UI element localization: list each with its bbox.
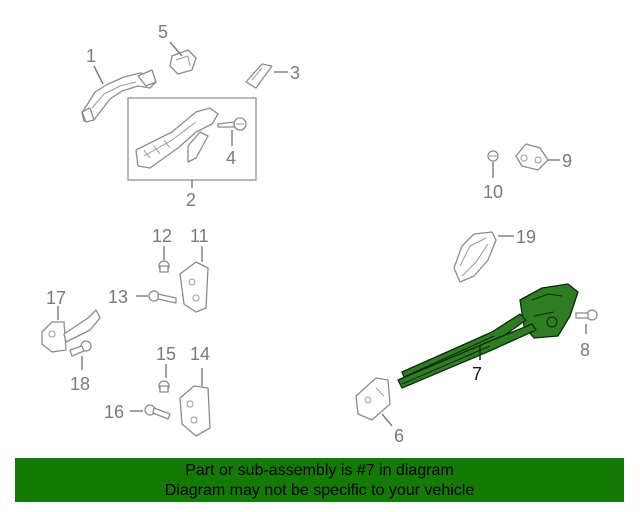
callout-6[interactable]: 6	[394, 426, 404, 446]
callout-14[interactable]: 14	[190, 344, 210, 364]
part-6-bracket[interactable]	[355, 377, 391, 421]
callout-4[interactable]: 4	[226, 148, 236, 168]
part-13-bolt[interactable]	[148, 290, 177, 304]
part-16-bolt[interactable]	[144, 404, 171, 420]
callout-8[interactable]: 8	[580, 340, 590, 360]
banner-line-1: Part or sub-assembly is #7 in diagram	[185, 462, 454, 479]
part-18-bolt[interactable]	[69, 340, 92, 357]
callout-3[interactable]: 3	[290, 63, 300, 83]
callout-18[interactable]: 18	[70, 374, 90, 394]
part-14-hinge[interactable]	[179, 385, 211, 437]
part-info-banner: Part or sub-assembly is #7 in diagram Di…	[15, 458, 624, 502]
callout-10[interactable]: 10	[483, 182, 503, 202]
part-7-cable-assembly[interactable]	[397, 313, 537, 389]
leader-6	[381, 413, 393, 427]
callout-15[interactable]: 15	[156, 344, 176, 364]
part-11-hinge[interactable]	[179, 261, 209, 313]
callout-1[interactable]: 1	[86, 46, 96, 66]
part-12-bolt[interactable]	[158, 260, 170, 273]
part-2-handle-frame[interactable]	[135, 107, 219, 169]
part-10-screw[interactable]	[487, 150, 499, 162]
part-4-screw[interactable]	[217, 117, 247, 131]
part-15-bolt[interactable]	[158, 380, 170, 393]
part-19-cover[interactable]	[453, 231, 497, 283]
leader-5	[169, 41, 183, 57]
callout-5[interactable]: 5	[158, 22, 168, 42]
callout-12[interactable]: 12	[152, 226, 172, 246]
callout-17[interactable]: 17	[46, 288, 66, 308]
part-5-clip[interactable]	[169, 49, 197, 75]
callout-19[interactable]: 19	[516, 227, 536, 247]
callout-11[interactable]: 11	[190, 226, 209, 246]
leader-1	[93, 65, 104, 85]
banner-line-2: Diagram may not be specific to your vehi…	[164, 482, 475, 499]
part-3-gasket[interactable]	[245, 63, 273, 89]
part-8-screw[interactable]	[575, 309, 598, 321]
callout-9[interactable]: 9	[562, 151, 572, 171]
part-17-check-link[interactable]	[41, 309, 101, 353]
part-1-outside-handle[interactable]	[81, 69, 157, 123]
callout-2[interactable]: 2	[186, 190, 196, 210]
callout-13[interactable]: 13	[108, 287, 128, 307]
part-9-striker[interactable]	[515, 143, 549, 171]
callout-16[interactable]: 16	[104, 402, 124, 422]
callout-7[interactable]: 7	[472, 364, 482, 384]
